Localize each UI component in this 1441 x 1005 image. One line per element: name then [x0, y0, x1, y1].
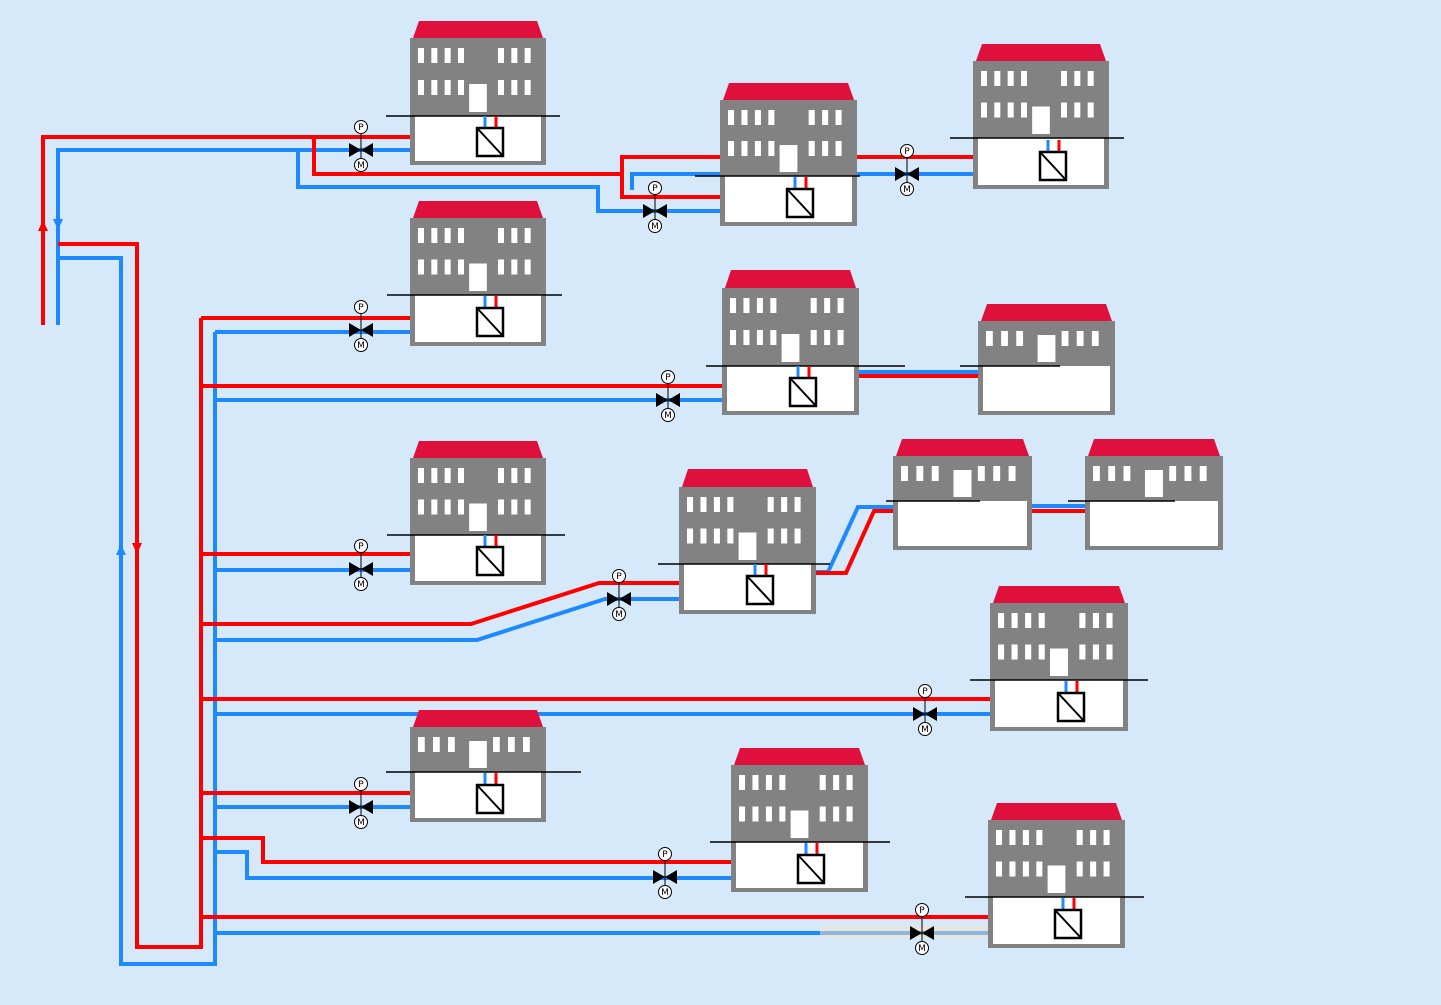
flow-arrow-icon: [53, 219, 63, 230]
motorized-valve-icon: PM: [910, 903, 934, 955]
motorized-valve-icon: PM: [349, 777, 373, 829]
pressure-sensor-label: P: [652, 184, 658, 194]
heat-exchanger-icon: [475, 116, 505, 158]
main-supply-pipe: [41, 135, 318, 325]
heat-exchanger-icon: [788, 366, 818, 408]
pressure-sensor-label: P: [616, 572, 622, 582]
motor-label: M: [921, 725, 929, 735]
motor-label: M: [651, 222, 659, 232]
building-icon: [387, 201, 562, 346]
heat-exchanger-icon: [796, 843, 826, 885]
pressure-sensor-label: P: [922, 687, 928, 697]
supply-pipe: [201, 836, 797, 864]
trunk-return-pipe: [58, 256, 217, 966]
motor-label: M: [357, 818, 365, 828]
heat-exchanger-icon: [475, 773, 505, 815]
motorized-valve-icon: PM: [643, 181, 667, 233]
building-icon: [950, 44, 1124, 189]
pressure-sensor-label: P: [358, 303, 364, 313]
motor-label: M: [357, 580, 365, 590]
building-icon: [1068, 439, 1223, 550]
building-icon: [886, 439, 1032, 550]
flow-arrow-icon: [132, 543, 142, 554]
pressure-sensor-label: P: [662, 850, 668, 860]
flow-arrow-icon: [116, 544, 126, 555]
building-icon: [695, 83, 860, 226]
heat-exchanger-icon: [1038, 140, 1068, 182]
pressure-sensor-label: P: [358, 780, 364, 790]
trunk-supply-pipe: [58, 242, 203, 949]
motor-label: M: [903, 185, 911, 195]
flow-arrows: [38, 219, 142, 555]
motorized-valve-icon: PM: [895, 144, 919, 196]
motorized-valve-icon: PM: [653, 847, 677, 899]
motorized-valve-icon: PM: [349, 539, 373, 591]
motorized-valve-icon: PM: [349, 120, 373, 172]
motor-label: M: [918, 944, 926, 954]
pressure-sensor-label: P: [665, 373, 671, 383]
buildings-layer: [386, 21, 1223, 948]
pipe-highlight: [820, 926, 990, 938]
heat-exchanger-icon: [785, 177, 815, 219]
heat-exchanger-icon: [475, 296, 505, 338]
motorized-valve-icon: PM: [349, 300, 373, 352]
motor-label: M: [357, 341, 365, 351]
motorized-valve-icon: PM: [656, 370, 680, 422]
building-icon: [960, 304, 1115, 415]
pressure-sensor-label: P: [904, 147, 910, 157]
motor-label: M: [615, 610, 623, 620]
building-icon: [386, 21, 560, 165]
motor-label: M: [661, 888, 669, 898]
building-icon: [970, 586, 1148, 731]
pressure-sensor-label: P: [358, 542, 364, 552]
heat-exchanger-icon: [1056, 681, 1086, 723]
motor-label: M: [664, 411, 672, 421]
heat-exchanger-icon: [1053, 898, 1083, 940]
heat-exchanger-icon: [745, 564, 775, 606]
heat-exchanger-icon: [475, 535, 505, 577]
return-pipe: [215, 850, 797, 880]
pressure-sensor-label: P: [358, 123, 364, 133]
pressure-sensor-label: P: [919, 906, 925, 916]
building-connectors: [475, 116, 1086, 940]
motorized-valve-icon: PM: [913, 684, 937, 736]
motor-label: M: [357, 161, 365, 171]
flow-arrow-icon: [38, 220, 48, 231]
main-return-pipe: [56, 148, 298, 325]
motorized-valve-icon: PM: [607, 569, 631, 621]
return-pipe: [215, 597, 745, 642]
supply-pipe: [201, 581, 745, 626]
building-icon: [710, 748, 890, 892]
building-icon: [658, 469, 830, 614]
